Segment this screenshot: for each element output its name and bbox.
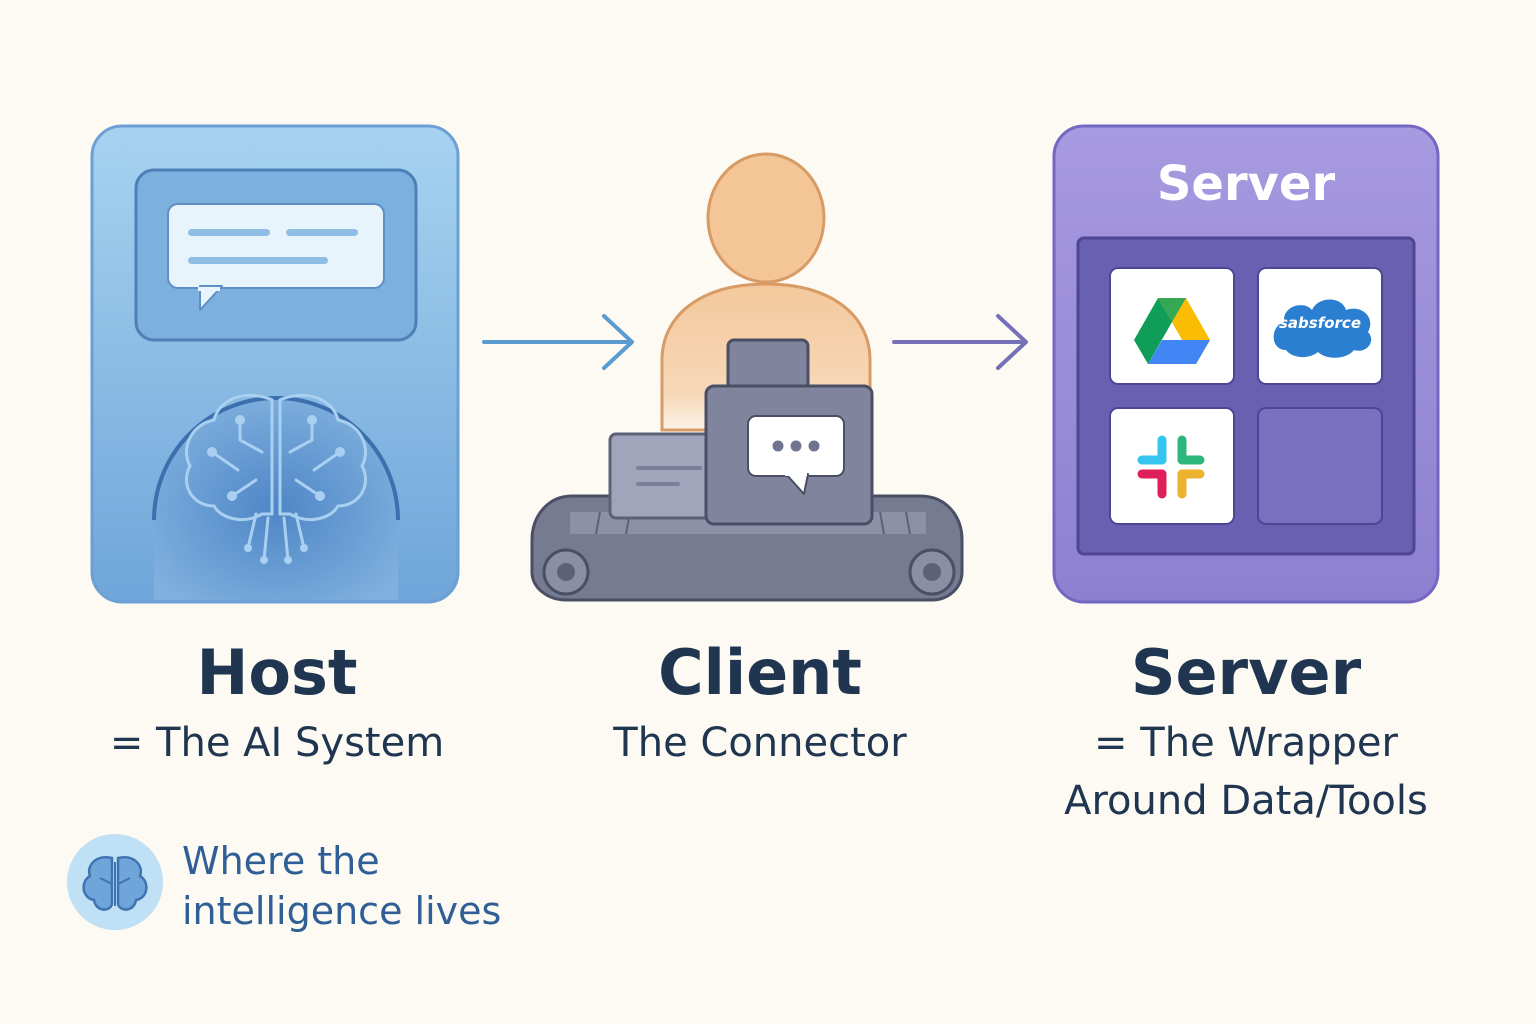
host-title: Host	[196, 636, 358, 709]
client-illustration	[530, 152, 964, 602]
host-brain-icon	[152, 393, 400, 600]
note-brain-icon	[67, 834, 163, 930]
salesforce-cloud-icon	[1273, 299, 1372, 358]
server-title: Server	[1130, 636, 1362, 709]
server-subtitle-line1: = The Wrapper	[1094, 720, 1398, 766]
note-line1: Where the	[182, 839, 380, 883]
arrow-host-to-client	[482, 314, 634, 370]
slack-tile	[1109, 407, 1235, 525]
package-box-top	[726, 338, 810, 392]
google-drive-icon	[1134, 298, 1210, 364]
arrow-client-to-server	[892, 314, 1028, 370]
salesforce-tile	[1257, 267, 1383, 385]
server-subtitle-line2: Around Data/Tools	[1064, 778, 1428, 824]
message-bubble-icon	[747, 415, 845, 495]
server-panel-header: Server	[1156, 156, 1336, 212]
note-line2: intelligence lives	[182, 889, 502, 933]
slack-icon	[1137, 435, 1205, 499]
google-drive-tile	[1109, 267, 1235, 385]
server-panel	[1052, 124, 1440, 604]
client-subtitle: The Connector	[613, 720, 907, 766]
host-subtitle: = The AI System	[109, 720, 445, 766]
host-panel	[90, 124, 460, 604]
package-box-small	[608, 432, 730, 520]
salesforce-label: sabsforce	[1278, 314, 1361, 332]
empty-tile	[1257, 407, 1383, 525]
client-title: Client	[658, 636, 862, 709]
host-chat-bubble-icon	[167, 203, 385, 311]
